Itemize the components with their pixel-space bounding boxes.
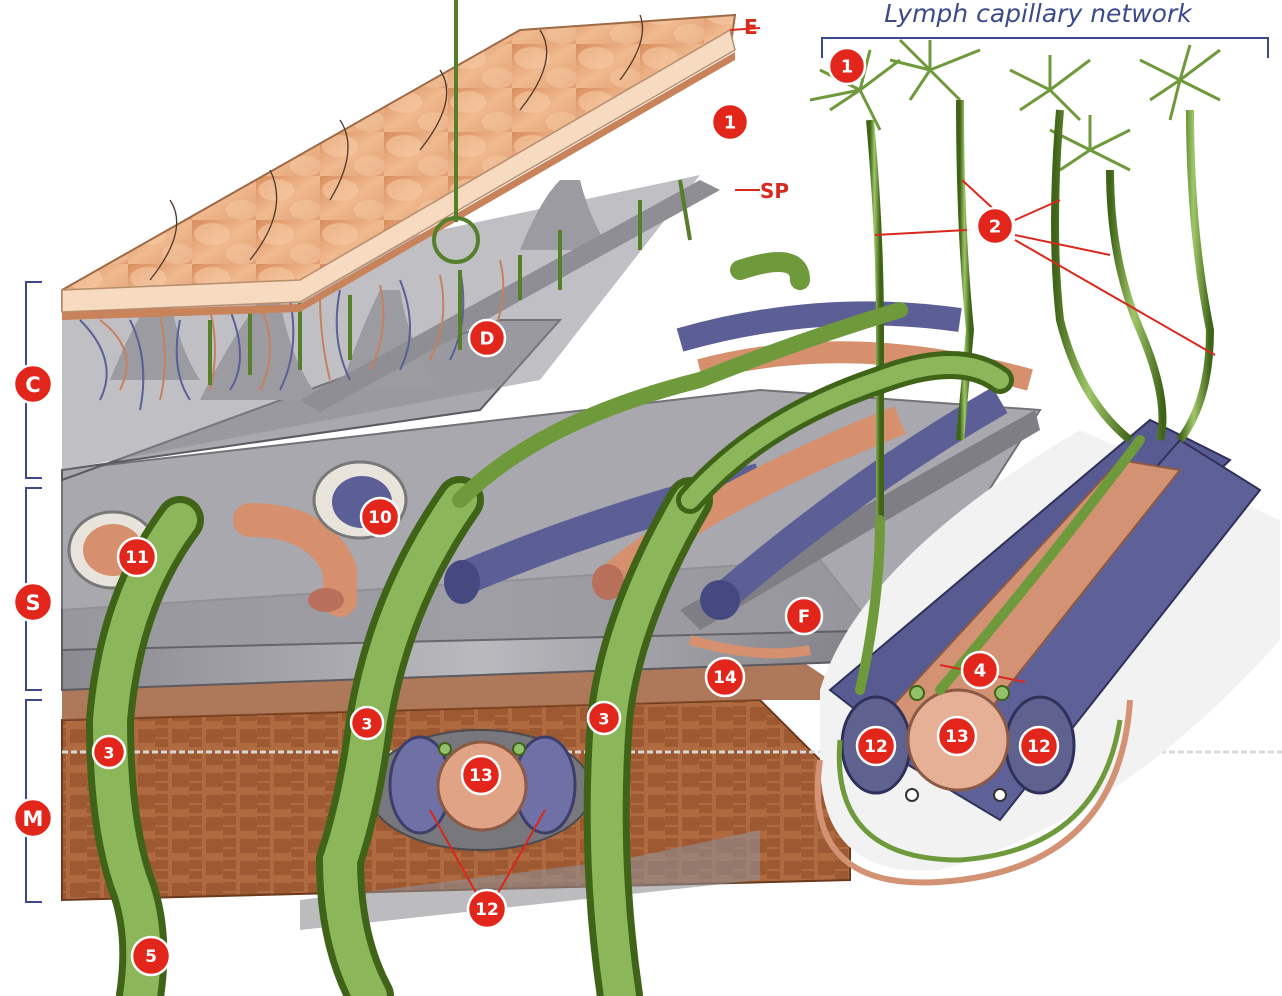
layer-badge-cutis-text: C: [25, 373, 40, 397]
marker-surface-text: 1: [724, 113, 737, 134]
marker-vessel-14: 14: [706, 658, 744, 696]
marker-vessel-3-middle-text: 3: [361, 715, 372, 734]
label-subpapillary: SP: [760, 179, 789, 203]
marker-artery-11-text: 11: [125, 548, 149, 568]
marker-f: F: [786, 598, 822, 634]
marker-bundle-12-left: 12: [857, 727, 895, 765]
layer-badge-cutis: C: [14, 365, 52, 403]
marker-artery-10-text: 10: [368, 508, 392, 528]
marker-bundle-4-text: 4: [974, 661, 987, 682]
marker-bundle-13-text: 13: [945, 727, 969, 747]
label-epidermis: E: [744, 15, 758, 39]
marker-collectors-text: 2: [989, 217, 1002, 238]
marker-bundle-12-right: 12: [1020, 727, 1058, 765]
marker-bundle-4: 4: [962, 652, 998, 688]
marker-vessel-5: 5: [132, 937, 170, 975]
marker-d-text: D: [480, 329, 495, 350]
marker-surface: 1: [712, 104, 748, 140]
marker-muscle-13: 13: [462, 756, 500, 794]
marker-vessel-3-right: 3: [588, 702, 620, 734]
marker-bundle-12-left-text: 12: [864, 737, 888, 757]
marker-network-text: 1: [841, 57, 854, 78]
marker-f-text: F: [798, 607, 810, 628]
marker-muscle-13-text: 13: [469, 766, 493, 786]
marker-bundle-13: 13: [938, 717, 976, 755]
marker-vessel-3-right-text: 3: [598, 710, 609, 729]
marker-vessel-3-left: 3: [93, 736, 125, 768]
layer-badge-muscle: M: [14, 799, 52, 837]
layer-badge-muscle-text: M: [23, 807, 44, 831]
marker-d: D: [469, 320, 505, 356]
layer-badge-subcutis: S: [14, 583, 52, 621]
marker-muscle-12-lower: 12: [468, 890, 506, 928]
diagram-title: Lymph capillary network: [884, 0, 1193, 28]
marker-vessel-5-text: 5: [145, 947, 157, 967]
marker-collectors: 2: [977, 208, 1013, 244]
marker-artery-11: 11: [118, 538, 156, 576]
marker-vessel-3-left-text: 3: [103, 744, 114, 763]
layer-badge-subcutis-text: S: [25, 591, 40, 615]
marker-muscle-12-lower-text: 12: [475, 900, 499, 920]
marker-vessel-14-text: 14: [713, 668, 737, 688]
marker-artery-10: 10: [361, 498, 399, 536]
marker-vessel-3-middle: 3: [351, 707, 383, 739]
marker-bundle-12-right-text: 12: [1027, 737, 1051, 757]
marker-network: 1: [829, 48, 865, 84]
